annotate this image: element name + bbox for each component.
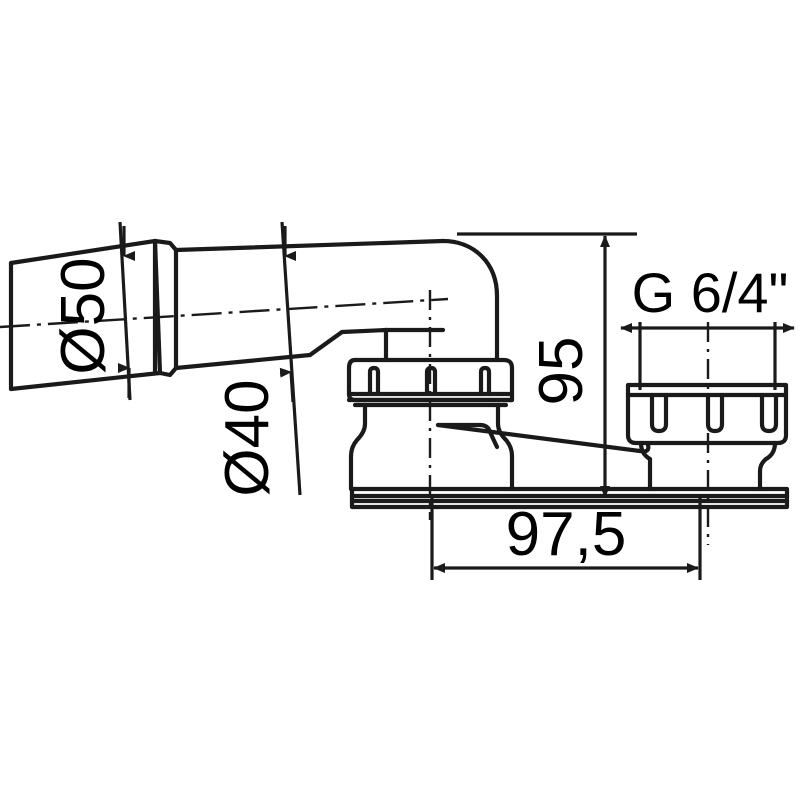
pipe-barrel bbox=[173, 238, 446, 371]
dimension-outlet-diameter bbox=[279, 221, 302, 496]
trap-body-left bbox=[348, 402, 515, 492]
dimension-overall-height bbox=[457, 232, 637, 498]
dimension-thread-size bbox=[620, 322, 795, 390]
dim-label-inlet-diameter: Ø50 bbox=[49, 257, 118, 374]
connection-leader-line bbox=[435, 422, 651, 454]
dimension-overall-length bbox=[430, 495, 702, 580]
dimension-inlet-diameter bbox=[118, 221, 135, 401]
axis-centre-lines bbox=[0, 290, 710, 545]
dim-label-outlet-diameter: Ø40 bbox=[213, 379, 282, 496]
slotted-grate-right bbox=[625, 382, 789, 446]
dim-label-overall-length: 97,5 bbox=[506, 500, 627, 569]
dim-label-thread-size: G 6/4" bbox=[632, 261, 789, 324]
base-mounting-plate bbox=[349, 486, 790, 510]
pipe-elbow bbox=[383, 238, 500, 363]
dim-label-overall-height: 95 bbox=[527, 337, 596, 406]
